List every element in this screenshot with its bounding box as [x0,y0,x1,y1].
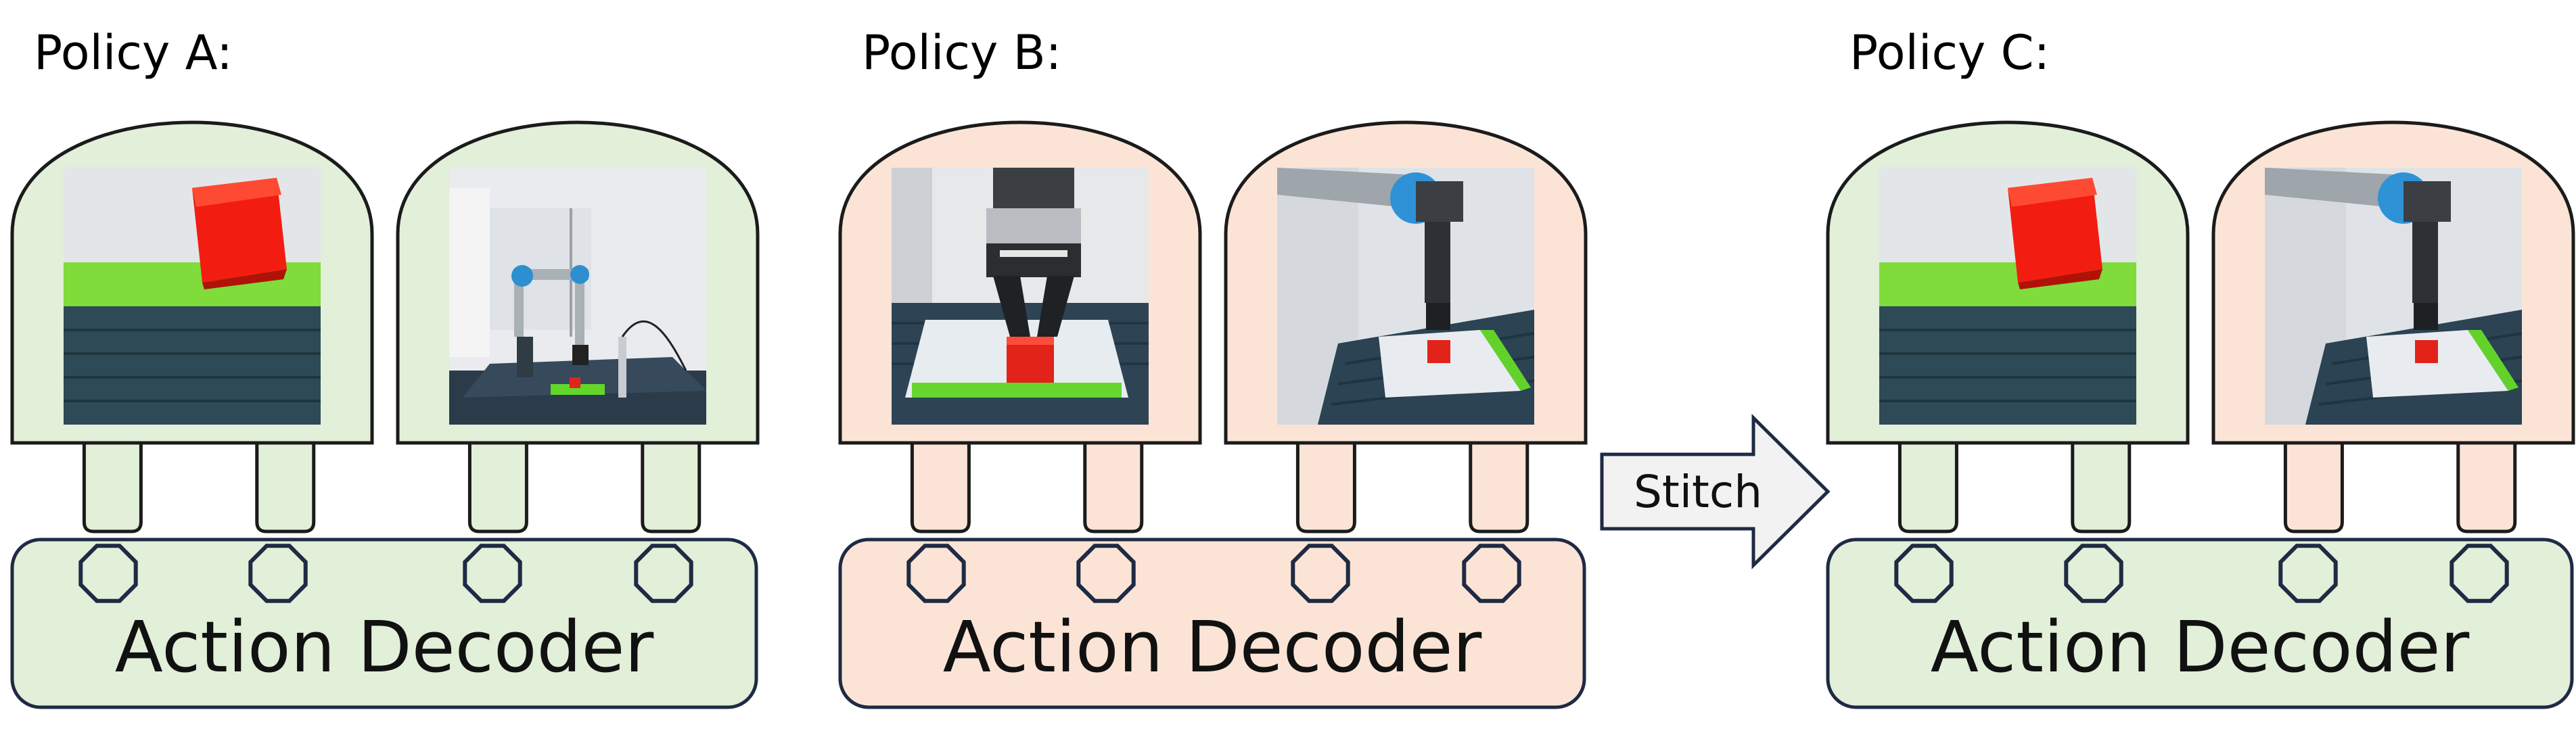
policy-c-group: Policy C: Action Decoder [1826,25,2575,709]
connector-stem [2456,433,2517,533]
connector-stem [467,433,528,533]
image-encoder [2211,120,2575,533]
connector-stem [2071,433,2132,533]
policy-title: Policy C: [1849,25,2050,80]
connector-stem [2283,433,2344,533]
image-encoder [10,120,374,533]
gripper-closeup-red-cube-image [892,168,1149,425]
input-port [463,544,522,603]
decoder-label: Action Decoder [943,606,1482,688]
connector-stem [1083,433,1144,533]
policy-title: Policy B: [862,25,1061,80]
stitch-arrow: Stitch [1600,414,1831,569]
image-encoder [838,120,1202,533]
input-port [1076,544,1136,603]
input-port [634,544,693,603]
input-port [906,544,966,603]
action-decoder-box [1826,538,2574,709]
input-port [2278,544,2338,603]
connector-stem [910,433,971,533]
connector-stem [641,433,702,533]
action-decoder-box [838,538,1586,709]
arrow-shape [1600,414,1831,569]
decoder-label: Action Decoder [1931,606,2470,688]
wrist-camera-red-cube-image [1879,168,2136,425]
input-port [1291,544,1350,603]
third-person-robot-arm-scene-image [449,168,706,425]
connector-stem [255,433,316,533]
image-encoder [1224,120,1588,533]
input-port [1894,544,1954,603]
action-decoder-box [10,538,758,709]
robot-arm-over-table-image [2265,168,2522,425]
input-port [248,544,308,603]
policy-a-group: Policy A: Action Decoder [10,25,760,709]
policy-title: Policy A: [34,25,233,80]
input-port [78,544,138,603]
connector-stem [1898,433,1958,533]
connector-stem [82,433,143,533]
image-encoder [1826,120,2190,533]
connector-stem [1469,433,1530,533]
wrist-camera-red-cube-image [64,168,321,425]
input-port [2064,544,2123,603]
connector-stem [1295,433,1356,533]
decoder-label: Action Decoder [115,606,654,688]
robot-arm-over-table-image [1277,168,1534,425]
stitch-label: Stitch [1634,466,1762,518]
input-port [1462,544,1521,603]
input-port [2450,544,2509,603]
image-encoder [396,120,760,533]
policy-b-group: Policy B: Action Decoder [838,25,1588,709]
